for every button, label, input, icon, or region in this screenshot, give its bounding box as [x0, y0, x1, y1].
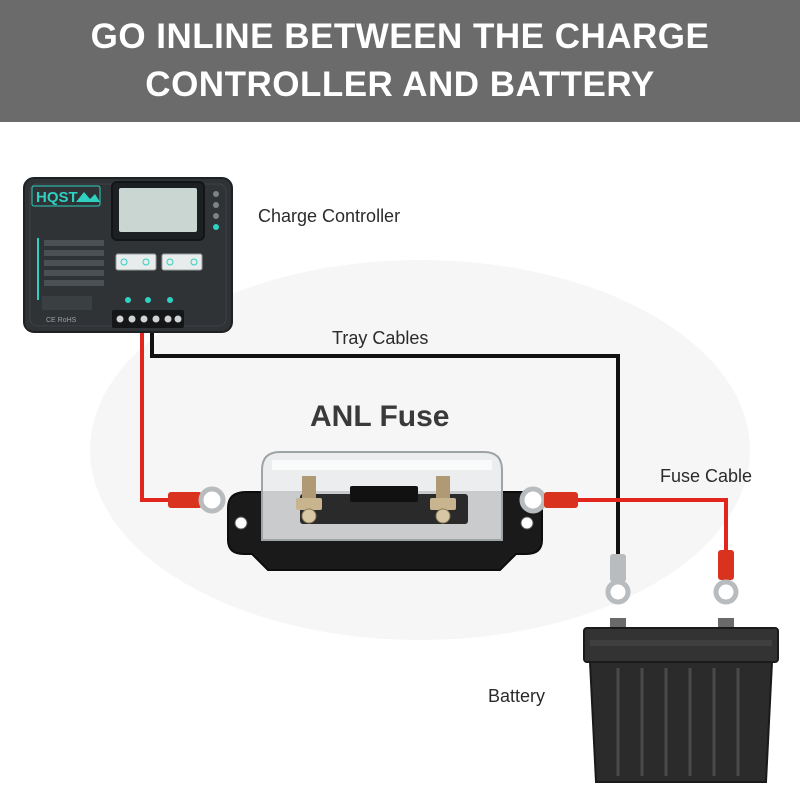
charge-controller: HQST	[23, 177, 233, 333]
mounting-hole-icon	[234, 516, 248, 530]
status-led-icon	[213, 224, 219, 230]
button-menu[interactable]	[115, 253, 157, 271]
load-terminal-icon	[167, 297, 173, 303]
status-led-icon	[213, 213, 219, 219]
button-icon	[120, 258, 128, 266]
certification-mark: CE RoHS	[46, 317, 77, 324]
positive-tray-cable	[140, 332, 172, 502]
brand-logo: HQST	[36, 189, 78, 206]
label-tray-cables: Tray Cables	[332, 328, 429, 348]
wiring-illustration: HQST	[23, 177, 779, 783]
title-banner: GO INLINE BETWEEN THE CHARGE CONTROLLER …	[0, 0, 800, 122]
negative-tray-cable	[150, 332, 620, 556]
lcd-screen	[119, 188, 197, 232]
fuse-element	[350, 486, 418, 502]
ring-lug-battery-negative	[605, 554, 631, 605]
wiring-diagram: HQST	[0, 122, 800, 800]
label-charge-controller: Charge Controller	[258, 206, 401, 226]
button-select[interactable]	[161, 253, 203, 271]
rating-label	[42, 296, 92, 310]
spec-table	[44, 240, 104, 286]
button-icon	[142, 258, 150, 266]
status-led-icon	[213, 202, 219, 208]
label-battery: Battery	[488, 686, 546, 706]
ring-lug-controller-side	[168, 486, 226, 514]
terminal-screws	[116, 315, 182, 323]
fuse-stud-left	[296, 476, 322, 524]
brand-logo-box	[31, 185, 101, 207]
battery-ribs	[616, 668, 740, 776]
title-line-2: CONTROLLER AND BATTERY	[145, 65, 655, 104]
fuse-stud-right	[430, 476, 456, 524]
ring-lug-battery-positive	[713, 550, 739, 605]
mountain-logo-icon	[76, 192, 100, 202]
label-fuse-cable: Fuse Cable	[660, 466, 753, 486]
solar-terminal-icon	[125, 297, 131, 303]
battery	[583, 618, 779, 783]
status-led-icon	[213, 191, 219, 197]
label-anl-fuse: ANL Fuse	[310, 400, 450, 433]
mounting-hole-icon	[520, 516, 534, 530]
ring-lug-fuse-out	[519, 486, 578, 514]
battery-terminal-icon	[145, 297, 151, 303]
terminal-block	[112, 310, 184, 328]
title-line-1: GO INLINE BETWEEN THE CHARGE	[90, 17, 710, 56]
fuse-cable	[578, 498, 728, 552]
button-icon	[190, 258, 198, 266]
anl-fuse-holder	[227, 451, 543, 571]
button-icon	[166, 258, 174, 266]
